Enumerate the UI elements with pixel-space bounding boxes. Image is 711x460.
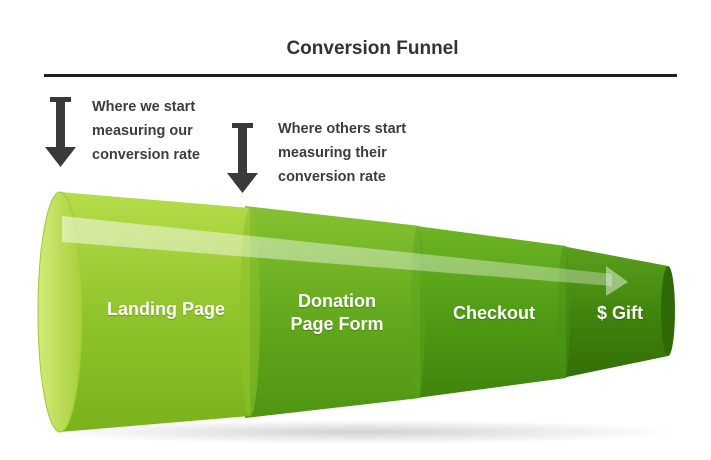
stage-label-gift: $ Gift bbox=[596, 303, 643, 323]
diagram-title: Conversion Funnel bbox=[286, 38, 459, 59]
down-arrow-icon bbox=[227, 123, 258, 193]
annotation-our-start: Where we start measuring our conversion … bbox=[92, 99, 200, 163]
stage-label-donation-form: Donation Page Form bbox=[290, 291, 384, 334]
stage-label-landing-page: Landing Page bbox=[106, 299, 225, 319]
annotation-others-start: Where others start measuring their conve… bbox=[278, 121, 407, 185]
down-arrow-icon bbox=[45, 97, 76, 167]
stage-label-checkout: Checkout bbox=[452, 303, 535, 323]
right-arrow-icon bbox=[62, 216, 628, 296]
title-rule bbox=[44, 74, 677, 77]
